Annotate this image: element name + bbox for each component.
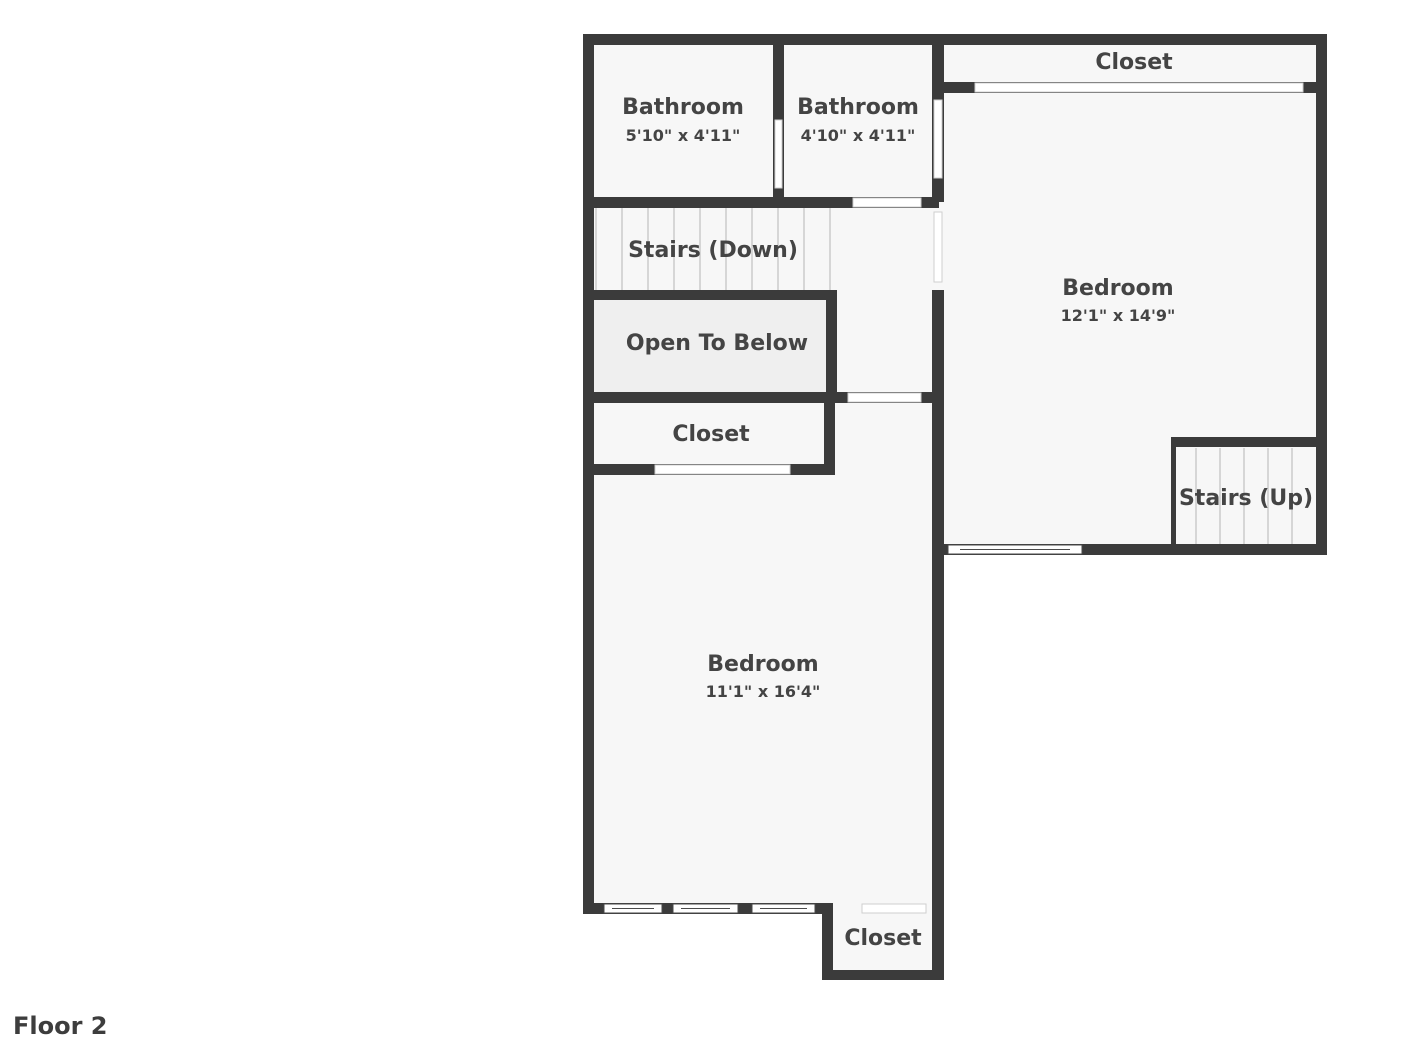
bathroom-1-name: Bathroom <box>622 95 744 120</box>
bathroom-1-dims: 5'10" x 4'11" <box>626 126 741 145</box>
open-to-below-name: Open To Below <box>626 331 808 356</box>
closet-left-name: Closet <box>672 422 750 447</box>
floor-fills <box>589 40 1323 976</box>
openings <box>654 82 1304 914</box>
stairs-up-treads <box>1195 448 1293 545</box>
stairs-down-name: Stairs (Down) <box>628 238 798 263</box>
stairs-down-treads <box>595 208 831 290</box>
closet-top-name: Closet <box>1095 50 1173 75</box>
floor-label: Floor 2 <box>13 1012 108 1040</box>
bathroom-2-name: Bathroom <box>797 95 919 120</box>
stairs-up-name: Stairs (Up) <box>1179 486 1313 511</box>
bedroom-2-name: Bedroom <box>707 652 818 677</box>
bedroom-2-dims: 11'1" x 16'4" <box>706 682 821 701</box>
closet-bottom-name: Closet <box>844 926 922 951</box>
bedroom-1-name: Bedroom <box>1062 276 1173 301</box>
bedroom-1-dims: 12'1" x 14'9" <box>1061 306 1176 325</box>
windows <box>603 544 1083 914</box>
bathroom-2-dims: 4'10" x 4'11" <box>801 126 916 145</box>
